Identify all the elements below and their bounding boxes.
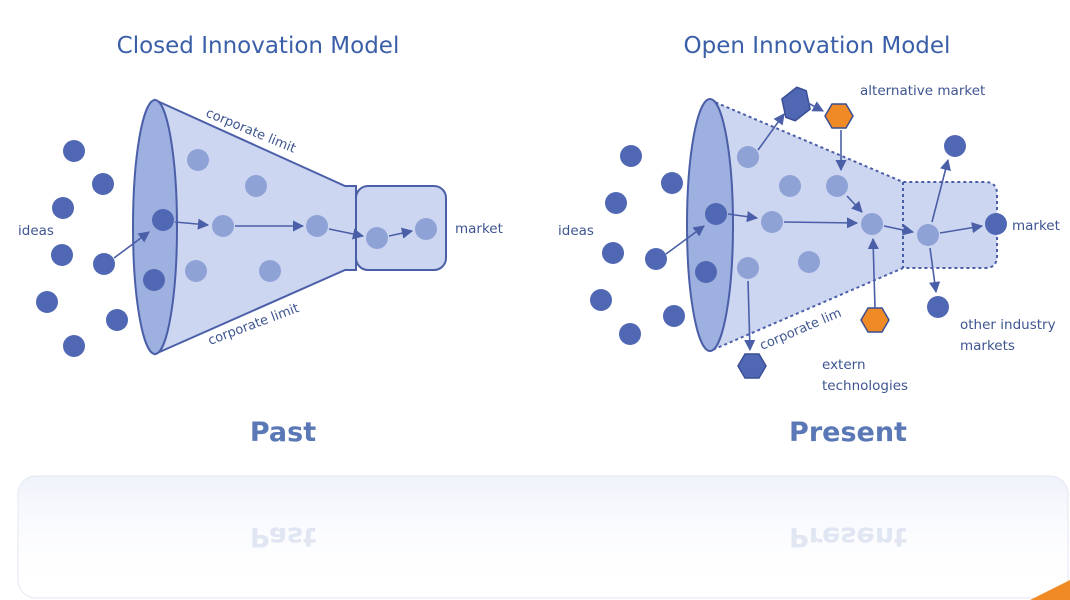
outside-tech-hexagon-top — [781, 86, 811, 122]
extern-tech-label-line2: technologies — [822, 378, 908, 394]
other-industry-label-line1: other industry — [960, 317, 1056, 333]
corner-accent — [1030, 580, 1070, 600]
extern-tech-hexagon — [860, 307, 890, 333]
reflection-area: Past Present — [17, 475, 1070, 600]
closed-ideas-label: ideas — [18, 223, 54, 239]
closed-idea-dots — [36, 140, 174, 357]
extern-tech-label-line1: extern — [822, 357, 866, 373]
present-label-reflection: Present — [789, 521, 907, 552]
open-market-label: market — [1012, 218, 1060, 234]
closed-inner-dots — [185, 149, 437, 282]
past-label: Past — [250, 417, 316, 448]
closed-market-label: market — [455, 221, 503, 237]
alternative-market-label: alternative market — [860, 83, 985, 99]
open-arrows — [665, 101, 984, 352]
alt-market-hexagon — [824, 103, 854, 129]
closed-model: Closed Innovation Model — [18, 33, 503, 448]
present-label: Present — [789, 417, 907, 448]
open-inner-dots — [737, 146, 939, 279]
outside-tech-hexagon-bottom — [737, 353, 767, 379]
open-model-title: Open Innovation Model — [684, 33, 951, 59]
past-label-reflection: Past — [250, 521, 316, 552]
open-ideas-label: ideas — [558, 223, 594, 239]
closed-arrows — [113, 218, 414, 259]
open-idea-dots — [590, 135, 1007, 345]
other-industry-label-line2: markets — [960, 338, 1015, 354]
closed-model-title: Closed Innovation Model — [117, 33, 400, 59]
open-funnel-mouth — [686, 98, 734, 352]
open-hexagons — [737, 86, 890, 379]
reflection-panel — [17, 475, 1069, 599]
